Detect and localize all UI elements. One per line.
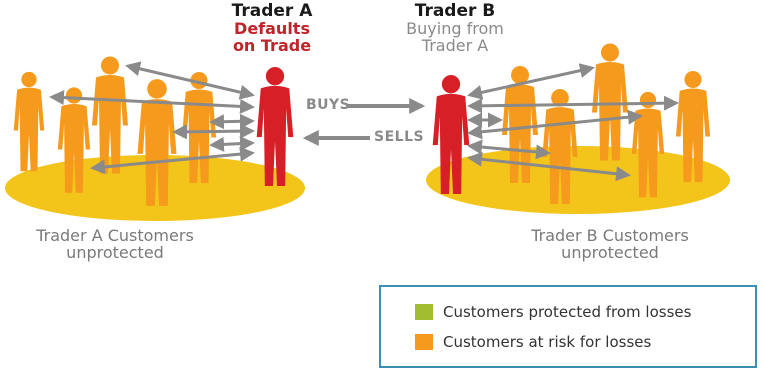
- sells-label: SELLS: [374, 129, 425, 145]
- legend-label: Customers at risk for losses: [443, 333, 652, 351]
- green-swatch-icon: [415, 304, 433, 320]
- trade-arrow: [90, 146, 255, 175]
- trade-flow-arrows: [302, 98, 426, 146]
- trader-b-customers-caption: Trader B Customers unprotected: [495, 226, 725, 262]
- trade-arrow: [49, 90, 255, 114]
- trade-arrow: [467, 151, 631, 182]
- legend-item-at-risk: Customers at risk for losses: [415, 333, 651, 351]
- legend-item-protected: Customers protected from losses: [415, 303, 691, 321]
- trader-a-name: Trader A: [231, 1, 313, 21]
- trade-arrow: [172, 123, 255, 140]
- trader-a-label: Trader A Defaults on Trade: [212, 1, 332, 55]
- legend-label: Customers protected from losses: [443, 303, 692, 321]
- buys-label: BUYS: [306, 97, 351, 113]
- trade-arrow: [209, 113, 255, 130]
- trade-arrow: [467, 63, 595, 100]
- trader-b-status-line-2: Trader A: [421, 35, 489, 55]
- trader-b-label: Trader B Buying from Trader A: [385, 1, 525, 55]
- trade-arrow: [209, 136, 255, 152]
- trade-arrow: [467, 95, 679, 114]
- trader-b-arrows: [467, 63, 679, 182]
- customer-figure: [13, 71, 45, 172]
- trader-b-name: Trader B: [414, 1, 496, 21]
- orange-swatch-icon: [415, 334, 433, 350]
- customer-figure: [592, 43, 628, 161]
- trader-a-customers-caption: Trader A Customers unprotected: [0, 226, 230, 262]
- trader-b-status-line-1: Buying from: [406, 18, 504, 38]
- caption-line: Trader B Customers: [531, 226, 689, 245]
- caption-line: unprotected: [561, 242, 659, 262]
- legend: Customers protected from losses Customer…: [379, 285, 757, 368]
- caption-line: unprotected: [66, 242, 164, 262]
- trader-a-status-line-2: on Trade: [232, 35, 312, 55]
- trader-a-status-line-1: Defaults: [234, 18, 310, 38]
- caption-line: Trader A Customers: [36, 226, 194, 245]
- trader-a-arrows: [49, 61, 255, 175]
- trade-arrow: [467, 109, 643, 140]
